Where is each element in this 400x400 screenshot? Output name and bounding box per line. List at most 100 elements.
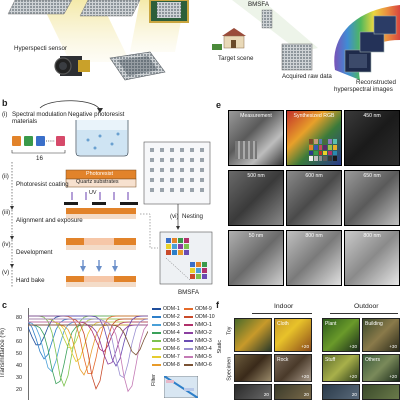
step-iv-num: (iv) [2,241,11,248]
legend-entry: ODM-10 [184,314,215,320]
ftile-num: +20 [389,374,397,379]
legend-entry: ODM-8 [152,362,180,368]
tile-450nm: 450 nm [344,110,400,166]
side-label-specimen: Specimen [226,356,233,381]
legend-swatch [184,364,193,366]
ftile-bottom-3: 20 [322,384,360,400]
legend-swatch [152,348,161,350]
tile-caption: Measurement [240,113,272,119]
step-iii-text: Alignment and exposure [16,217,83,224]
bmsfa-label: BMSFA [178,289,199,296]
legend-label: NMO-4 [195,346,212,352]
c-tick: 60 [16,339,22,345]
legend-entry: NMO-2 [184,330,212,336]
legend-swatch [184,308,193,310]
tile-measurement: Measurement [228,110,284,166]
legend-label: ODM-1 [163,306,180,312]
indoor-label: Indoor [274,303,294,310]
legend-swatch [184,316,193,318]
step-ii-text: Photoresist coating [16,181,69,188]
legend-entry: ODM-9 [184,306,212,312]
panel-a: Hyperspecti sensor BMSFA Target scene Ac… [0,0,400,100]
c-tick: 40 [16,363,22,369]
legend-swatch [184,356,193,358]
tile-500nm: 500 nm [228,170,284,226]
c-tick: 30 [16,375,22,381]
legend-label: ODM-5 [163,338,180,344]
panel-e-letter: e [216,100,222,110]
tile-50nm: 50 nm [228,230,284,286]
legend-label: NMO-6 [195,362,212,368]
ftile-num: +20 [301,374,309,379]
legend-swatch [152,316,161,318]
legend-label: NMO-5 [195,354,212,360]
c-tick: 80 [16,315,22,321]
reconstructed-label-1: Reconstructed [356,79,396,86]
ftile-num: +20 [349,374,357,379]
legend-swatch [152,332,161,334]
tile-caption: 500 nm [247,173,265,179]
legend-entry: ODM-6 [152,346,180,352]
ftile-name: Stuff [325,357,336,363]
ftile-rock: Rock +20 [274,354,312,382]
tile-caption: 600 nm [305,173,323,179]
c-tick: 20 [16,387,22,393]
legend-swatch [152,340,161,342]
legend-swatch [184,332,193,334]
legend-label: ODM-2 [163,314,180,320]
ftile-stuff: Stuff +20 [322,354,360,382]
filter-matrix [164,376,198,398]
legend-label: NMO-1 [195,322,212,328]
c-tick: 70 [16,327,22,333]
quartz-substrates-label: Quartz substrates [76,179,119,185]
tile-caption: 800 nm [363,233,381,239]
panel-f: f Indoor Outdoor Static Toy Specimen Clo… [216,300,400,400]
ftile-num: 20 [263,392,269,397]
indoor-underline [252,313,312,314]
legend-swatch [152,308,161,310]
ftile-num: +30 [349,344,357,349]
legend-label: ODM-4 [163,330,180,336]
panel-b-illustration [10,100,213,288]
ftile-plant: Plant +30 [322,318,360,352]
ftile-others: Others +20 [362,354,400,382]
filter-label: Filter [151,374,157,386]
materials-label-1: Spectral modulation [12,111,67,118]
legend-label: ODM-8 [163,362,180,368]
ftile-toy [234,318,272,352]
step-ii-num: (ii) [2,173,9,180]
materials-count: 16 [36,155,43,162]
legend-swatch [152,356,161,358]
hyperspectral-sensor-label: Hyperspecti sensor [14,45,67,52]
legend-entry: ODM-2 [152,314,180,320]
legend-label: NMO-2 [195,330,212,336]
ftile-name: Plant [325,321,337,327]
step-i-num: (i) [2,111,8,118]
tile-800nm-b: 800 nm [344,230,400,286]
ftile-name: Building [365,321,383,327]
step-v-text: Hard bake [16,277,45,284]
ftile-bottom-1: 20 [234,384,272,400]
curve-nmo-3 [28,315,148,367]
panel-a-illustration [7,0,400,81]
legend-label: ODM-3 [163,322,180,328]
uv-label: UV [89,190,97,196]
legend-label: NMO-3 [195,338,212,344]
c-curves [28,315,148,393]
curve-odm-5 [28,315,148,388]
curve-nmo-2 [28,324,148,365]
step-iii-num: (iii) [2,209,11,216]
c-tick: 50 [16,351,22,357]
legend-swatch [152,324,161,326]
legend-label: ODM-10 [195,314,215,320]
side-label-toy: Toy [226,326,233,335]
tile-caption: 450 nm [363,113,381,119]
ftile-specimen [234,354,272,382]
ftile-name: Others [365,357,381,363]
legend-entry: ODM-1 [152,306,180,312]
legend-swatch [184,340,193,342]
curve-nmo-6 [28,324,148,356]
nesting-num: (vi) [170,213,179,220]
ftile-num: 20 [351,392,357,397]
ftile-name: Cloth [277,321,289,327]
